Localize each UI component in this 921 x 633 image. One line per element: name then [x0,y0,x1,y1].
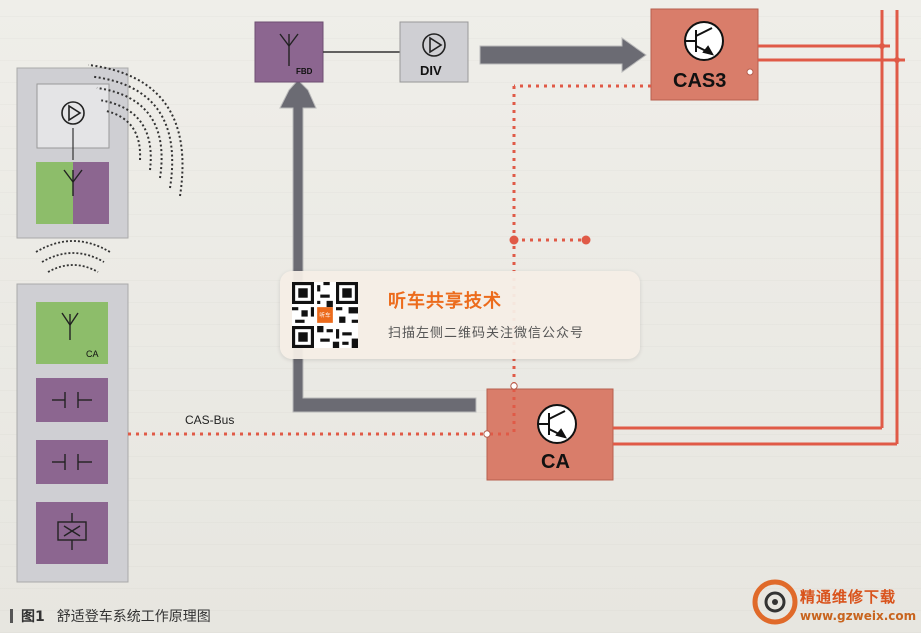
junction-dot [879,43,885,49]
connector-dot [510,382,518,390]
capacitor-icon [52,454,92,470]
ca-antenna-label: CA [86,349,99,359]
div-amplifier-icon [422,33,446,57]
key-fob [16,67,129,239]
cas-bus-label: CAS-Bus [185,413,235,427]
fbd-module [254,21,324,83]
cas3-label: CAS3 [673,70,727,92]
id-module [16,283,129,583]
junction-dot [894,57,900,63]
watermark-url[interactable]: www.gzweix.com [800,609,917,623]
signal-arrow-up [279,79,477,413]
ca-antenna-icon [61,312,79,340]
qr-code[interactable]: 听车 [292,282,358,348]
key-fob-antenna-icon [63,169,83,196]
transistor-icon [537,404,577,444]
figure-number: 图1 [21,609,45,625]
caption-bar [10,609,13,623]
overlay-subtitle: 扫描左侧二维码关注微信公众号 [388,326,585,341]
wechat-overlay-card[interactable]: 听车 听车共享技术 扫描左侧二维码关注微信公众号 [280,271,640,359]
radio-waves-icon [88,63,184,197]
ca-module-label: CA [541,451,570,473]
qr-badge-text: 听车 [319,311,331,319]
fbd-label: FBD [296,67,313,76]
watermark-logo [752,579,798,625]
power-lines [613,10,905,446]
bus-dotted-lines [490,84,651,436]
near-field-waves-icon [35,240,111,273]
watermark-name: 精通维修下载 [800,588,897,606]
signal-arrow-right [479,37,647,73]
overlay-title: 听车共享技术 [388,291,502,312]
transistor-icon [684,21,724,61]
junction-dot [509,235,519,245]
figure-title: 舒适登车系统工作原理图 [56,609,211,625]
figure-caption: 图1 舒适登车系统工作原理图 [10,606,211,626]
capacitor-icon [52,392,92,408]
cas3-module [650,8,759,101]
junction-dot [581,235,591,245]
fbd-antenna-icon [279,33,299,66]
connector-dot [483,430,491,438]
div-module [399,21,469,83]
div-label: DIV [420,63,442,78]
key-fob-button-icon [61,101,85,125]
crystal-icon [57,513,87,550]
connector-dot [746,68,754,76]
